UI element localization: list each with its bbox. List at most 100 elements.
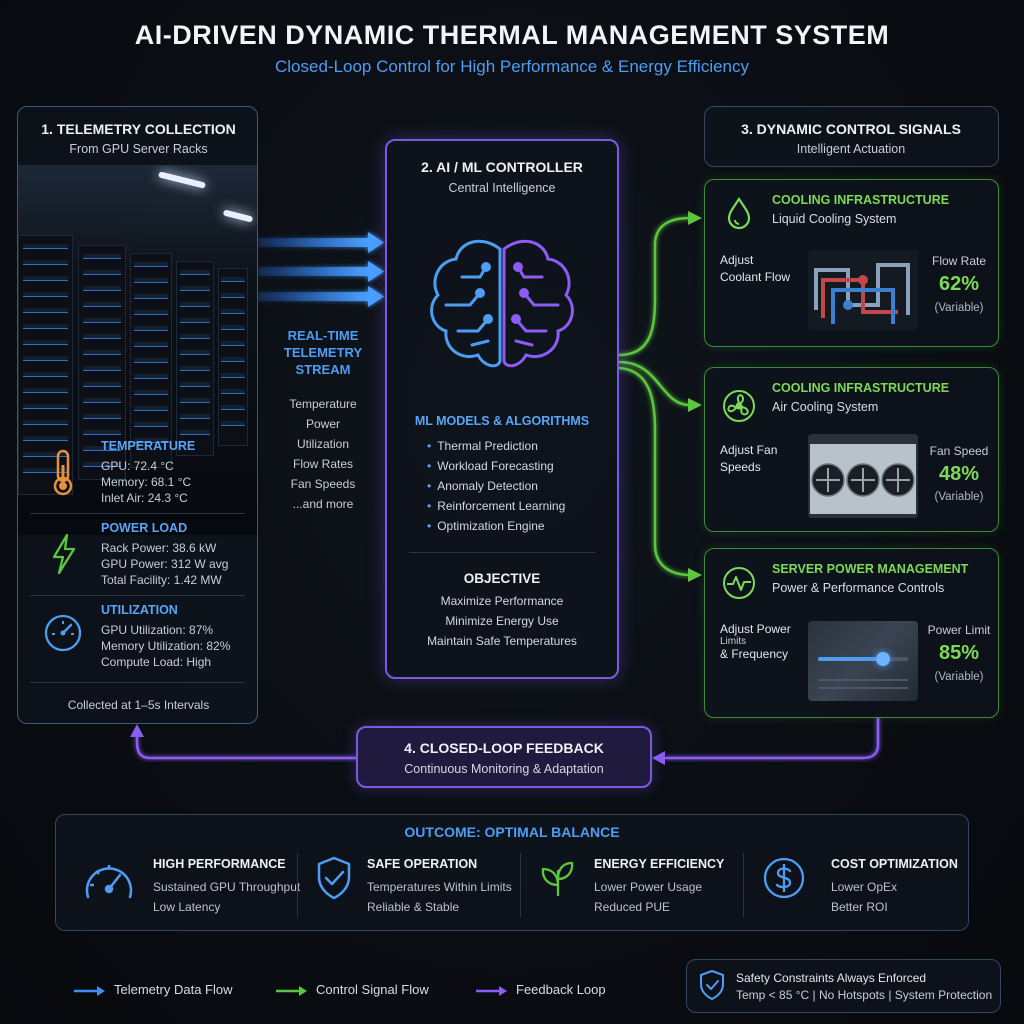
rack-slot <box>23 324 68 329</box>
rack-slot <box>221 277 245 282</box>
rack-slot <box>221 405 245 410</box>
rack-slot <box>180 286 210 291</box>
outcome-item-title: HIGH PERFORMANCE <box>153 857 286 871</box>
metric-value: 62% <box>927 273 991 296</box>
card-action: Adjust Power Limits & Frequency <box>720 621 791 663</box>
rack-slot <box>23 292 68 297</box>
rack-slot <box>134 262 168 267</box>
feedback-panel: 4. CLOSED-LOOP FEEDBACK Continuous Monit… <box>356 726 652 788</box>
power-facility: Total Facility: 1.42 MW <box>101 572 222 588</box>
fan-icon <box>721 388 757 424</box>
telemetry-footer: Collected at 1–5s Intervals <box>18 698 259 712</box>
divider <box>30 513 245 514</box>
server-power-card: SERVER POWER MANAGEMENT Power & Performa… <box>704 548 999 718</box>
rack-slot <box>221 373 245 378</box>
metric-value: 48% <box>927 463 991 486</box>
stream-item: ...and more <box>268 494 378 514</box>
dollar-icon <box>761 855 807 901</box>
control-arrow-liquid <box>619 218 690 355</box>
rack-slot <box>134 406 168 411</box>
utilization-title: UTILIZATION <box>101 603 178 617</box>
stream-title-line: REAL-TIME <box>268 327 378 344</box>
rack-slot <box>180 318 210 323</box>
card-subtitle: Power & Performance Controls <box>772 581 944 595</box>
rack-slot <box>83 334 122 339</box>
card-title: SERVER POWER MANAGEMENT <box>772 562 968 576</box>
rack-slot <box>23 436 68 441</box>
stream-title-line: STREAM <box>268 361 378 378</box>
card-title: COOLING INFRASTRUCTURE <box>772 193 949 207</box>
stream-item: Flow Rates <box>268 454 378 474</box>
rack-slot <box>23 260 68 265</box>
telemetry-arrowhead-2 <box>368 261 384 282</box>
rack-slot <box>83 382 122 387</box>
legend-label: Feedback Loop <box>516 982 606 997</box>
rack-slot <box>180 366 210 371</box>
rack-slot <box>134 390 168 395</box>
rack-slot <box>23 372 68 377</box>
outcome-item-line: Lower Power Usage <box>594 877 702 897</box>
feedback-arrow-in <box>665 718 878 758</box>
outcome-item-title: ENERGY EFFICIENCY <box>594 857 724 871</box>
rack-slot <box>134 342 168 347</box>
telemetry-arrowhead-3 <box>368 286 384 307</box>
thermometer-icon <box>46 447 80 497</box>
gauge-icon <box>42 612 84 654</box>
pulse-icon <box>721 565 757 601</box>
ml-model-item: •Anomaly Detection <box>427 476 565 496</box>
rack-slot <box>134 278 168 283</box>
air-cooling-image <box>808 434 918 518</box>
temperature-gpu: GPU: 72.4 °C <box>101 458 174 474</box>
metric-label: Power Limit <box>927 623 991 637</box>
legend-label: Telemetry Data Flow <box>114 982 232 997</box>
divider <box>743 853 744 917</box>
safety-subtitle: Temp < 85 °C | No Hotspots | System Prot… <box>736 988 992 1002</box>
rack-slot <box>134 326 168 331</box>
telemetry-subtitle: From GPU Server Racks <box>18 142 259 156</box>
outcome-item-line: Lower OpEx <box>831 877 897 897</box>
ml-models-list: •Thermal Prediction •Workload Forecastin… <box>427 436 565 536</box>
rack-slot <box>134 374 168 379</box>
feedback-title: 4. CLOSED-LOOP FEEDBACK <box>358 740 650 756</box>
rack-slot <box>221 325 245 330</box>
rack-slot <box>134 294 168 299</box>
control-arrow-air <box>619 362 690 405</box>
divider <box>409 552 595 553</box>
safety-title: Safety Constraints Always Enforced <box>736 971 926 985</box>
objective-list: Maximize Performance Minimize Energy Use… <box>387 591 617 651</box>
safety-box: Safety Constraints Always Enforced Temp … <box>686 959 1001 1013</box>
objective-title: OBJECTIVE <box>387 571 617 586</box>
objective-item: Maintain Safe Temperatures <box>387 631 617 651</box>
outcome-item-line: Reliable & Stable <box>367 897 459 917</box>
metric-note: (Variable) <box>927 671 991 683</box>
lightning-icon <box>48 532 80 576</box>
outcome-item-title: SAFE OPERATION <box>367 857 477 871</box>
card-subtitle: Air Cooling System <box>772 400 878 414</box>
rack-slot <box>134 310 168 315</box>
divider <box>297 853 298 917</box>
rack-slot <box>83 286 122 291</box>
temperature-memory: Memory: 68.1 °C <box>101 474 191 490</box>
rack-slot <box>221 389 245 394</box>
objective-item: Maximize Performance <box>387 591 617 611</box>
liquid-cooling-image <box>808 250 918 330</box>
rack-slot <box>23 388 68 393</box>
ml-model-item: •Reinforcement Learning <box>427 496 565 516</box>
telemetry-arrow-2 <box>258 267 370 276</box>
control-signals-title: 3. DYNAMIC CONTROL SIGNALS <box>705 121 997 137</box>
card-action: Adjust Coolant Flow <box>720 252 790 286</box>
outcome-panel: OUTCOME: OPTIMAL BALANCE HIGH PERFORMANC… <box>55 814 969 931</box>
outcome-item-line: Temperatures Within Limits <box>367 877 512 897</box>
rack-slot <box>180 398 210 403</box>
rack-slot <box>221 357 245 362</box>
stream-item: Fan Speeds <box>268 474 378 494</box>
utilization-gpu: GPU Utilization: 87% <box>101 622 213 638</box>
rack-slot <box>221 341 245 346</box>
control-signals-subtitle: Intelligent Actuation <box>705 142 997 156</box>
power-rack: Rack Power: 38.6 kW <box>101 540 216 556</box>
card-subtitle: Liquid Cooling System <box>772 212 896 226</box>
feedback-subtitle: Continuous Monitoring & Adaptation <box>358 762 650 776</box>
rack-slot <box>180 270 210 275</box>
telemetry-title: 1. TELEMETRY COLLECTION <box>18 121 259 137</box>
rack-slot <box>23 420 68 425</box>
